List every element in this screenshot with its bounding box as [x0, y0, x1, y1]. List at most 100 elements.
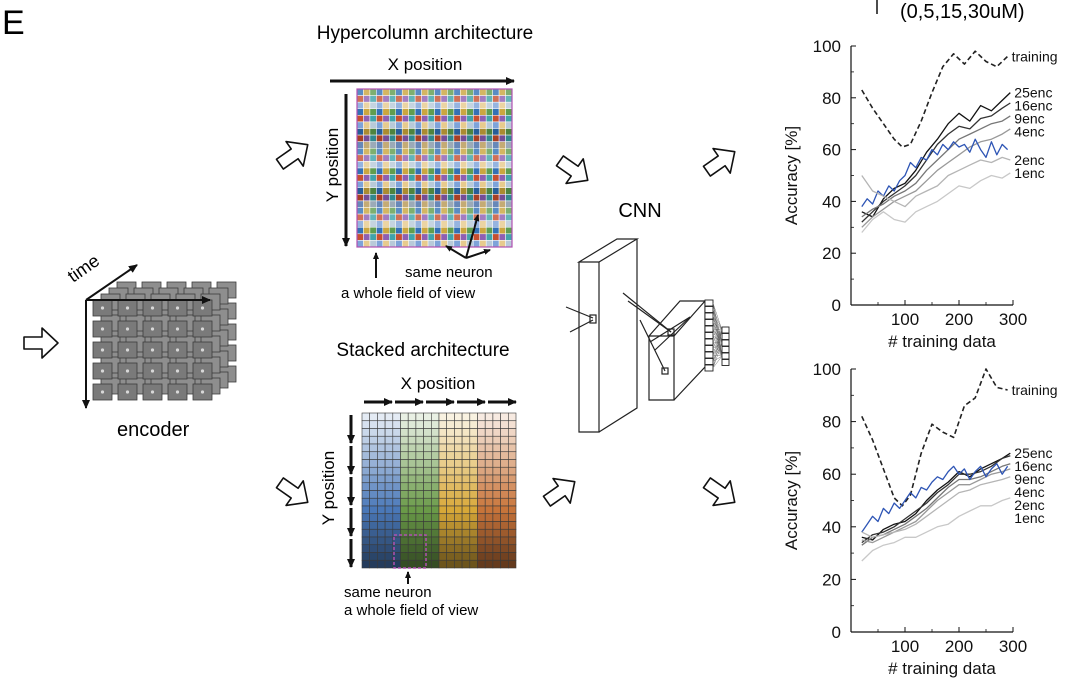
stacked-grid — [361, 412, 517, 569]
hypercolumn-cell — [440, 148, 448, 156]
hypercolumn-cell — [473, 174, 480, 182]
hypercolumn-cell — [389, 200, 396, 208]
stacked-cell — [415, 490, 424, 499]
encoder-pixel — [125, 369, 130, 373]
cnn-dense-node — [704, 306, 714, 313]
cnn-layer-nodes — [704, 299, 730, 372]
hypercolumn-cell — [382, 88, 390, 96]
hypercolumn-cell — [363, 240, 371, 248]
hypercolumn-cell — [376, 167, 384, 175]
hypercolumn-cell — [460, 148, 468, 156]
hypercolumn-cell — [356, 227, 364, 235]
stacked-cell — [461, 513, 471, 522]
hypercolumn-cell — [434, 180, 442, 189]
stacked-cell — [492, 412, 501, 422]
stacked-cell — [369, 559, 378, 569]
cnn-connection — [712, 355, 723, 362]
cnn-connection — [712, 355, 723, 369]
stacked-cell — [500, 443, 509, 453]
hypercolumn-cell — [382, 167, 390, 175]
stacked-cell — [469, 474, 478, 484]
hypercolumn-cell — [434, 134, 442, 142]
hypercolumn-cell — [421, 180, 429, 189]
stacked-cell — [507, 428, 517, 437]
hypercolumn-cell — [389, 174, 396, 182]
stacked-cell — [415, 420, 424, 429]
series-label: 4enc — [1014, 124, 1044, 140]
hypercolumn-cell — [485, 174, 493, 182]
stacked-cell — [446, 443, 455, 453]
stacked-cell — [400, 420, 409, 429]
hypercolumn-cell — [479, 187, 487, 195]
hypercolumn-cell — [498, 148, 506, 156]
stacked-cell — [477, 443, 486, 453]
hypercolumn-cell — [466, 187, 474, 195]
hypercolumn-cell — [498, 180, 506, 189]
y-axis-label: Accuracy [%] — [782, 451, 801, 550]
stacked-cell — [423, 505, 432, 515]
stacked-cell — [392, 451, 401, 460]
hypercolumn-cell — [505, 148, 513, 156]
hypercolumn-cell — [376, 220, 384, 228]
hypercolumn-cell — [434, 161, 442, 169]
stacked-cell — [369, 459, 378, 468]
stacked-cell — [377, 474, 386, 484]
hypercolumn-cell — [414, 200, 422, 208]
stacked-cell — [507, 420, 517, 429]
hypercolumn-cell — [395, 233, 403, 241]
stacked-cell — [377, 490, 386, 499]
stacked-cell — [384, 482, 394, 491]
hypercolumn-cell — [440, 227, 448, 235]
hypercolumn-cell — [460, 174, 468, 182]
hypercolumn-cell — [389, 213, 396, 221]
stacked-cell — [446, 420, 455, 429]
stacked-cell — [477, 435, 486, 445]
top-right-note: (0,5,15,30uM) — [900, 1, 1025, 23]
hypercolumn-cell — [363, 148, 371, 156]
hypercolumn-cell — [421, 134, 429, 142]
stacked-cell — [384, 474, 394, 484]
stacked-cell — [461, 443, 471, 453]
stacked-cell — [461, 536, 471, 546]
hypercolumn-cell — [427, 88, 435, 96]
stacked-cell — [430, 513, 440, 522]
series-label: training — [1012, 382, 1058, 398]
hypercolumn-cell — [408, 101, 416, 109]
hypercolumn-cell — [414, 128, 422, 136]
stacked-cell — [384, 544, 394, 553]
hypercolumn-cell — [395, 207, 403, 215]
hypercolumn-cell — [382, 220, 390, 228]
hypercolumn-cell — [479, 194, 487, 202]
hypercolumn-cell — [421, 213, 429, 221]
series-line — [861, 452, 1011, 541]
stacked-cell — [492, 459, 501, 468]
encoder-pixel — [200, 348, 205, 352]
hypercolumn-cell — [356, 167, 364, 175]
hypercolumn-cell — [498, 121, 506, 129]
stacked-cell — [423, 435, 432, 445]
stacked-cell — [384, 466, 394, 476]
hypercolumn-cell — [363, 187, 371, 195]
series-line — [861, 463, 1009, 533]
hypercolumn-cell — [479, 180, 487, 189]
stacked-cell — [430, 435, 440, 445]
stacked-cell — [477, 559, 486, 569]
hypercolumn-cell — [363, 154, 371, 162]
stacked-cell — [369, 474, 378, 484]
stacked-cell — [377, 482, 386, 491]
series-label: 9enc — [1014, 471, 1044, 487]
hypercolumn-cell — [363, 101, 371, 109]
hypercolumn-cell — [473, 200, 480, 208]
stacked-cell — [500, 451, 509, 460]
hypercolumn-cell — [492, 95, 500, 103]
stacked-cell — [430, 521, 440, 530]
stacked-cell — [415, 544, 424, 553]
hypercolumn-cell — [440, 174, 448, 182]
series-line — [861, 455, 1011, 544]
y-tick-label: 20 — [822, 244, 841, 263]
hypercolumn-cell — [492, 220, 500, 228]
hypercolumn-cell — [492, 148, 500, 156]
hypercolumn-cell — [376, 233, 384, 241]
stacked-cell — [415, 497, 424, 507]
